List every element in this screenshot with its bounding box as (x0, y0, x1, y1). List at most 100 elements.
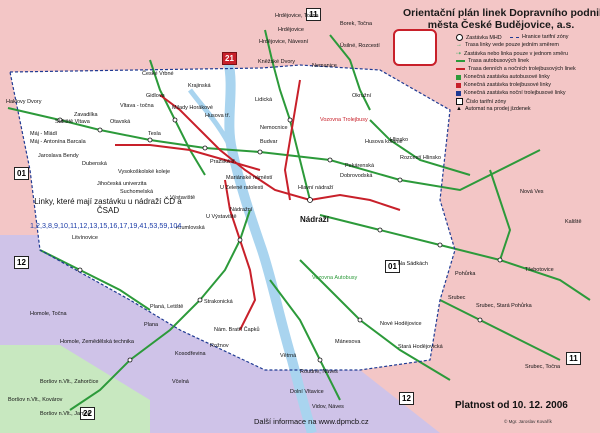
stop-label: Pražská tř. (210, 159, 237, 165)
info-link[interactable]: Další informace na www.dpmcb.cz (254, 417, 369, 426)
legend-row-trolley-route: Trasa denních a nočních trolejbusových l… (456, 66, 576, 72)
stop-label: Krajinská (188, 83, 211, 89)
trolley-line-north (283, 79, 301, 201)
stop-label: Husova tř. (205, 113, 231, 119)
stop-label: U Výstaviště (206, 214, 237, 220)
stop-label: Hrdějovice (278, 27, 304, 33)
stop-label: Hlavní nádraží (298, 185, 334, 191)
trolley-line-south (224, 179, 257, 331)
stop-dot (57, 117, 63, 123)
legend-row-trolley-terminus: Konečná zastávka trolejbusové linky (456, 82, 551, 88)
bus-line-east-west (7, 107, 541, 192)
stop-label: Rozcestí Hlinsko (400, 155, 441, 161)
zone-boundary-01 (9, 64, 456, 371)
stop-label: Jihočeská univerzita (97, 181, 147, 187)
trolley-terminus-icon (456, 82, 461, 88)
stop-label: Úsilné, Rozcestí (340, 43, 380, 49)
stop-label: Kaliště (565, 219, 582, 225)
legend-label: Konečná zastávka noční trolejbusové link… (464, 90, 566, 96)
stop-label: Pohůrka (455, 271, 476, 277)
zone-number-11-east: 11 (566, 352, 581, 365)
stop-label: Stará Hodějovická (398, 344, 443, 350)
stop-label: Boršov n.Vlt., Kovárov (8, 397, 63, 403)
stop-label: Hrdějovice, Návesní (259, 39, 309, 45)
stop-label: Litvínovice (72, 235, 98, 241)
stop-label: Srubec (448, 295, 466, 301)
stop-label: Hrdějovice, Točna (275, 13, 319, 19)
bus-line-srubec (319, 214, 591, 301)
arrow-stop-icon: ⇢ (456, 51, 462, 57)
stop-label: Vozovna Autobusy (312, 275, 358, 281)
map-title-line1: Orientační plán linek Dopravního podniku (403, 7, 600, 19)
stop-label: Lidická (255, 97, 273, 103)
stop-label: Krumlovská (176, 225, 205, 231)
validity-date: Platnost od 10. 12. 2006 (455, 400, 568, 411)
stop-dot (317, 357, 323, 363)
stop-label: Okružní (352, 93, 372, 99)
stop-label: Nemanice (312, 63, 337, 69)
zone-number-12-west: 12 (14, 256, 29, 269)
stop-label: České Vrbné (142, 71, 174, 77)
stop-label: Kosodřevina (175, 351, 206, 357)
stop-label: Sídliště Vltava (55, 119, 90, 125)
stop-dot (377, 227, 383, 233)
bus-line-icon (456, 60, 465, 62)
stop-dot (257, 149, 263, 155)
trolley-line-west (115, 144, 261, 171)
bus-line-north (264, 29, 311, 201)
legend-row-one-way: →Trasa linky vede pouze jedním směrem (456, 42, 559, 48)
stop-label: Kněžské Dvory (258, 59, 295, 65)
stop-dot (172, 117, 178, 123)
stop-label: Gidlova (146, 93, 165, 99)
station-label-nadrazi: Nádraží (300, 215, 329, 224)
zone-number-12-south: 12 (399, 392, 414, 405)
legend-label: Zastávka nebo linka pouze v jednom směru (464, 50, 569, 57)
legend-row-zone-border: Hranice tarifní zóny (510, 34, 568, 40)
zone-box-icon (456, 98, 463, 105)
stop-label: Homole, Zemědělská technika (60, 339, 134, 345)
legend-label: Trasa linky vede pouze jedním směrem (465, 42, 559, 48)
author-credit: © Mgr. Jaroslav Kovařík (504, 419, 552, 424)
legend-row-stop: Zastávka MHD (456, 34, 502, 41)
stop-dot (147, 137, 153, 143)
stop-label: Hlinsko (390, 137, 409, 143)
legend-label: Číslo tarifní zóny (466, 98, 507, 105)
legend-label: Konečná zastávka trolejbusové linky (464, 82, 551, 88)
stop-label: Dobrovodská (340, 173, 373, 179)
legend-row-bus-route: Trasa autobusových linek (456, 58, 529, 64)
station-dots (57, 117, 503, 363)
stop-label: Mariánské náměstí (226, 175, 273, 181)
stop-label: Zavadilka (74, 112, 98, 118)
bus-line-vidov (269, 279, 341, 401)
stop-dot (197, 297, 203, 303)
stop-dot (97, 127, 103, 133)
trolley-line-main (159, 94, 311, 201)
bus-line-trebotovice (439, 299, 561, 361)
legend-label: Hranice tarifní zóny (522, 34, 569, 40)
bus-line-hlinsko (369, 119, 471, 176)
stop-label: Nové Hodějovice (380, 321, 422, 327)
map-title-line2: města České Budějovice, a.s. (427, 19, 575, 31)
stop-label: Vidov, Náves (312, 404, 344, 410)
stop-label: Nádražní (230, 207, 253, 213)
bus-line-south-west (69, 209, 251, 411)
zone-number-01-east: 01 (385, 260, 400, 273)
stop-label: Máj - Antonína Barcala (30, 139, 86, 145)
trolley-line-icon (456, 68, 465, 70)
stop-label: Srubec, Stará Pohůrka (476, 303, 532, 309)
stop-dot (307, 197, 313, 203)
stop-label: Mánesova (335, 339, 361, 345)
stop-label: Boršov n.Vlt., Zahorčice (40, 379, 99, 385)
stop-label: Nám. Bratří Čapků (214, 327, 260, 333)
stop-dot (437, 242, 443, 248)
stop-dot (77, 267, 83, 273)
stop-dot (397, 177, 403, 183)
stop-dot (477, 317, 483, 323)
stop-label: Pekárenská (345, 163, 375, 169)
stop-dot (497, 257, 503, 263)
legend-row-one-way-stop: ⇢Zastávka nebo linka pouze v jednom směr… (456, 50, 569, 58)
stop-label: Výstaviště (170, 195, 196, 201)
stop-label: Na Sádkách (398, 261, 428, 267)
stop-label: Nová Ves (520, 189, 544, 195)
